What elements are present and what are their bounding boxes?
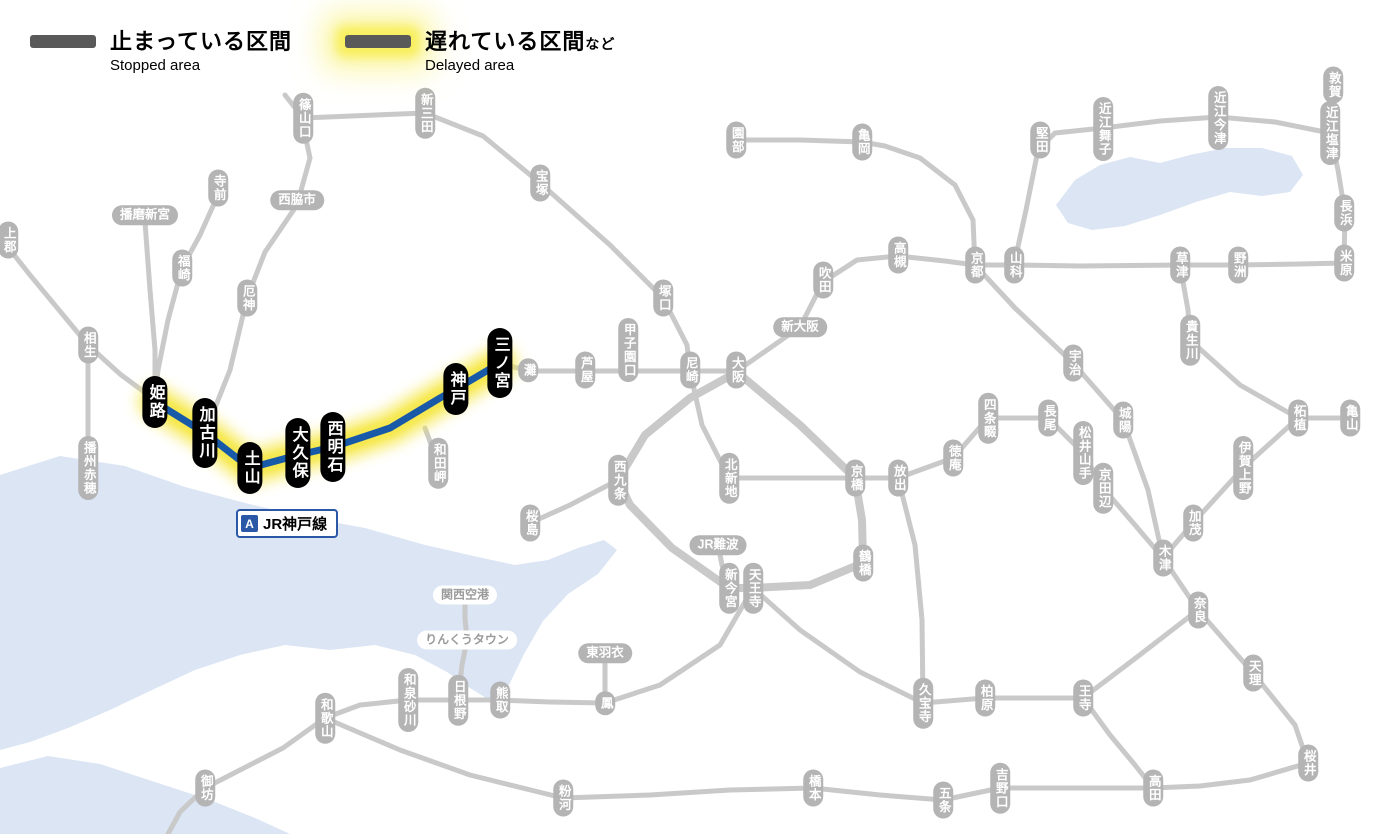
sanyo-line-west	[0, 233, 158, 403]
sea-bottom-left	[0, 756, 290, 834]
biwako-line	[972, 260, 1347, 269]
legend-delayed: 遅れている区間など Delayed area	[345, 24, 615, 74]
kyoto-line	[734, 253, 978, 374]
sakurajima-line	[527, 477, 621, 526]
osaka-higashi-line	[895, 475, 926, 706]
legend-stopped-title: 止まっている区間	[110, 29, 293, 54]
hokuriku-line	[1327, 82, 1348, 266]
wakayama-line	[322, 715, 1156, 803]
line-name: JR神戸線	[263, 516, 328, 533]
legend-delayed-title: 遅れている区間など	[425, 24, 615, 56]
kakogawa-line	[202, 122, 313, 436]
sakurai-line	[1150, 607, 1311, 791]
legend-delayed-subtitle: Delayed area	[425, 57, 515, 74]
fukuchiyama-line	[282, 92, 693, 373]
kansai-line-iga	[1160, 415, 1301, 561]
stopped-area-swatch	[30, 35, 96, 48]
nara-line	[972, 262, 1166, 561]
kisei-line	[165, 715, 328, 834]
legend-stopped-text: 止まっている区間 Stopped area	[110, 24, 292, 74]
bantan-line	[152, 192, 221, 403]
legend-delayed-title-suffix: など	[585, 36, 616, 52]
legend-stopped-subtitle: Stopped area	[110, 57, 201, 74]
legend-delayed-title-main: 遅れている区間	[425, 29, 586, 54]
kobe-line-east-gray	[497, 360, 740, 374]
osaka-bay	[0, 456, 617, 750]
wakayama-line-north	[1080, 695, 1156, 791]
jr-kobe-line-label: A JR神戸線	[236, 509, 339, 538]
kusatsu-line	[1177, 262, 1301, 421]
legend-stopped: 止まっている区間 Stopped area	[30, 24, 292, 74]
line-letter-badge: A	[241, 515, 258, 532]
hanwa-line	[322, 585, 756, 721]
sagano-line	[733, 137, 978, 268]
kishin-line	[142, 219, 158, 403]
delayed-area-swatch	[345, 35, 411, 48]
wadamisaki-branch	[422, 425, 441, 466]
legend-delayed-text: 遅れている区間など Delayed area	[425, 24, 615, 74]
lake-biwa	[1056, 148, 1303, 230]
